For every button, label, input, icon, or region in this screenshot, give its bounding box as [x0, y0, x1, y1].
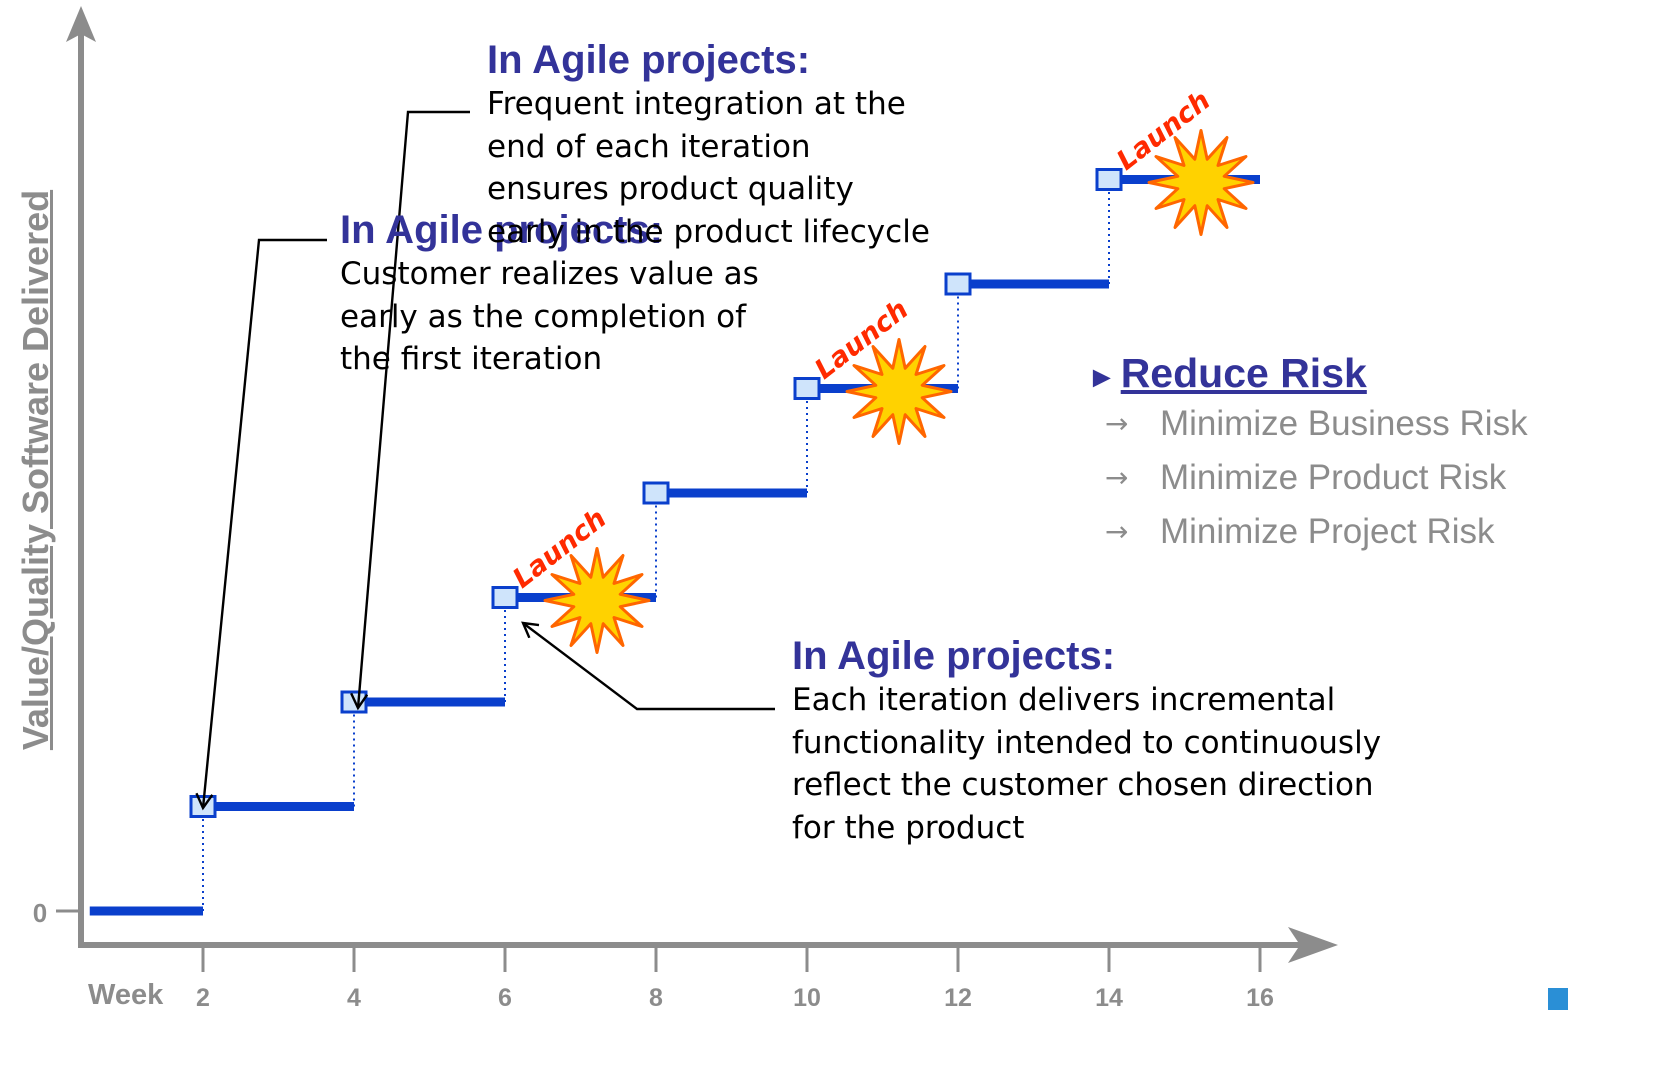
x-tick-label: 6: [498, 984, 512, 1012]
y-axis-title: Value/Quality Software Delivered: [15, 189, 56, 751]
starburst-icon: [845, 338, 953, 445]
x-tick-label: 10: [793, 984, 821, 1012]
iteration-marker: [944, 272, 972, 296]
callout-connectors: [203, 110, 775, 808]
x-tick-label: 16: [1246, 984, 1274, 1012]
iteration-marker: [1095, 168, 1123, 191]
triangle-bullet-icon: ►: [1087, 361, 1117, 394]
x-tick-label: 4: [347, 984, 361, 1012]
corner-logo-mark: [1548, 988, 1568, 1010]
connector-customer-value: [203, 238, 327, 808]
launch-burst: Launch: [1111, 84, 1255, 236]
iteration-marker: [793, 377, 821, 400]
callout-title: In Agile projects:: [792, 634, 1116, 678]
callout-line: functionality intended to continuously: [792, 724, 1382, 761]
connector-incremental: [523, 623, 775, 711]
callout-incremental: In Agile projects: Each iteration delive…: [792, 633, 1381, 849]
callout-customer-value: In Agile projects: Customer realizes val…: [340, 207, 759, 381]
x-tick-label: 14: [1095, 984, 1123, 1012]
callout-line: end of each iteration: [487, 128, 811, 165]
x-tick-label: 2: [196, 984, 210, 1012]
iteration-marker: [642, 481, 670, 505]
callout-line: early as the completion of: [340, 298, 747, 335]
reduce-risk-title: Reduce Risk: [1120, 350, 1367, 396]
launch-burst: Launch: [507, 502, 651, 654]
starburst-icon: [543, 547, 651, 654]
callout-line: for the product: [792, 809, 1025, 846]
callout-line: the first iteration: [340, 341, 603, 377]
callout-line: reflect the customer chosen direction: [792, 767, 1374, 803]
axes: 0 Week 2 4 6 8 10 12 14 16: [33, 6, 1338, 1012]
y-axis-arrowhead: [66, 6, 96, 42]
x-axis-arrowhead: [1288, 927, 1338, 963]
risk-item: → Minimize Business Risk: [1087, 397, 1528, 451]
y-tick-zero-label: 0: [33, 898, 47, 928]
arrow-right-icon: →: [1105, 461, 1129, 494]
x-tick-label: 8: [649, 984, 663, 1012]
x-axis-ticks: 2 4 6 8 10 12 14 16: [196, 945, 1274, 1012]
iteration-marker: [340, 690, 368, 714]
x-tick-label: 12: [944, 984, 972, 1012]
callout-line: ensures product quality: [487, 171, 854, 207]
callout-line: Frequent integration at the: [487, 86, 906, 122]
reduce-risk-panel: ►Reduce Risk → Minimize Business Risk → …: [1087, 350, 1528, 559]
callout-title: In Agile projects:: [487, 38, 811, 82]
callout-line: early in the product lifecycle: [487, 213, 930, 250]
launch-burst: Launch: [809, 293, 953, 445]
risk-item: → Minimize Project Risk: [1087, 505, 1495, 559]
arrow-right-icon: →: [1105, 515, 1129, 548]
risk-item-label: Minimize Project Risk: [1160, 512, 1495, 551]
risk-item-label: Minimize Business Risk: [1160, 404, 1528, 443]
arrow-right-icon: →: [1105, 407, 1129, 440]
risk-item: → Minimize Product Risk: [1087, 451, 1506, 505]
callout-integration: In Agile projects: Frequent integration …: [487, 37, 930, 253]
starburst-icon: [1147, 129, 1255, 236]
x-axis-title: Week: [88, 979, 164, 1011]
callout-line: Customer realizes value as: [340, 256, 759, 292]
iteration-marker: [491, 586, 519, 609]
risk-item-label: Minimize Product Risk: [1160, 458, 1507, 497]
connector-integration: [358, 110, 470, 708]
callout-line: Each iteration delivers incremental: [792, 682, 1336, 718]
callout-title: In Agile projects:: [340, 208, 664, 252]
reduce-risk-heading: ►Reduce Risk: [1087, 350, 1367, 397]
